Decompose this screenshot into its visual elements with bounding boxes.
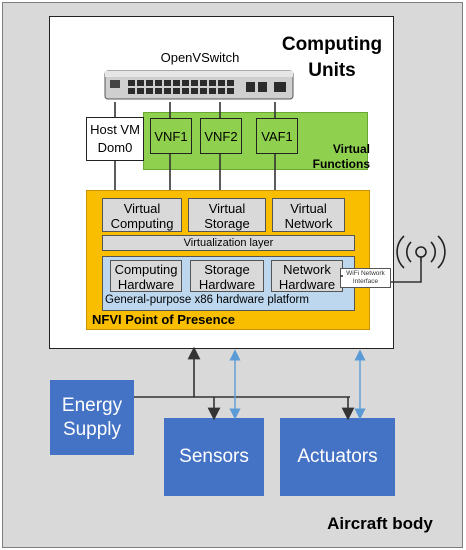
- host-vm-line2: Dom0: [97, 140, 133, 155]
- wifi-to-antenna-line: [391, 262, 422, 283]
- nfvi-pop-label: NFVI Point of Presence: [92, 312, 236, 327]
- energy-supply-line1: Energy: [61, 394, 123, 416]
- aircraft-body-label: Aircraft body: [327, 514, 433, 533]
- computing-hardware-box: Computing Hardware: [110, 260, 182, 292]
- storage-hardware-box: Storage Hardware: [190, 260, 264, 292]
- virtual-network-line2: Network: [284, 216, 333, 231]
- virtual-functions-label-line1: Virtual: [332, 142, 370, 156]
- virtual-functions-label-line2: Functions: [312, 157, 370, 171]
- energy-supply-line2: Supply: [62, 418, 122, 440]
- wifi-network-interface-box: WiFi Network Interface: [340, 268, 391, 288]
- virtual-network-box: Virtual Network: [272, 198, 345, 232]
- network-hardware-line2: Hardware: [278, 277, 336, 292]
- virtual-storage-box: Virtual Storage: [188, 198, 266, 232]
- actuators-box: Actuators: [280, 418, 395, 496]
- virtual-computing-line2: Computing: [110, 216, 174, 231]
- vnf1-box: VNF1: [150, 118, 192, 154]
- network-switch-icon: [104, 70, 294, 100]
- antenna-icon: [396, 235, 446, 269]
- openvswitch-label: OpenVSwitch: [160, 50, 240, 65]
- computing-units-title-line2: Units: [308, 60, 356, 81]
- network-hardware-box: Network Hardware: [271, 260, 343, 292]
- storage-hardware-line2: Hardware: [198, 277, 256, 292]
- computing-units-title-line1: Computing: [281, 34, 383, 55]
- energy-supply-box: Energy Supply: [50, 380, 134, 455]
- wifi-interface-line2: Interface: [352, 278, 379, 285]
- wifi-interface-line1: WiFi Network: [346, 270, 385, 277]
- computing-hardware-line1: Computing: [114, 262, 178, 277]
- virtual-computing-box: Virtual Computing: [102, 198, 182, 232]
- host-vm-box: Host VM Dom0: [86, 117, 144, 161]
- network-hardware-line1: Network: [283, 262, 331, 277]
- storage-hardware-line1: Storage: [204, 262, 250, 277]
- virtual-storage-line1: Virtual: [208, 201, 246, 216]
- virtualization-layer: Virtualization layer: [102, 235, 355, 251]
- sensors-box: Sensors: [164, 418, 264, 496]
- computing-units-title: Computing Units: [262, 32, 402, 84]
- virtual-computing-line1: Virtual: [123, 201, 161, 216]
- vaf1-box: VAF1: [256, 118, 298, 154]
- hardware-platform-label: General-purpose x86 hardware platform: [105, 294, 309, 306]
- virtual-functions-label: Virtual Functions: [310, 142, 370, 172]
- vnf2-box: VNF2: [200, 118, 242, 154]
- computing-hardware-line2: Hardware: [117, 277, 175, 292]
- virtual-storage-line2: Storage: [204, 216, 250, 231]
- virtual-network-line1: Virtual: [290, 201, 327, 216]
- host-vm-line1: Host VM: [90, 122, 140, 137]
